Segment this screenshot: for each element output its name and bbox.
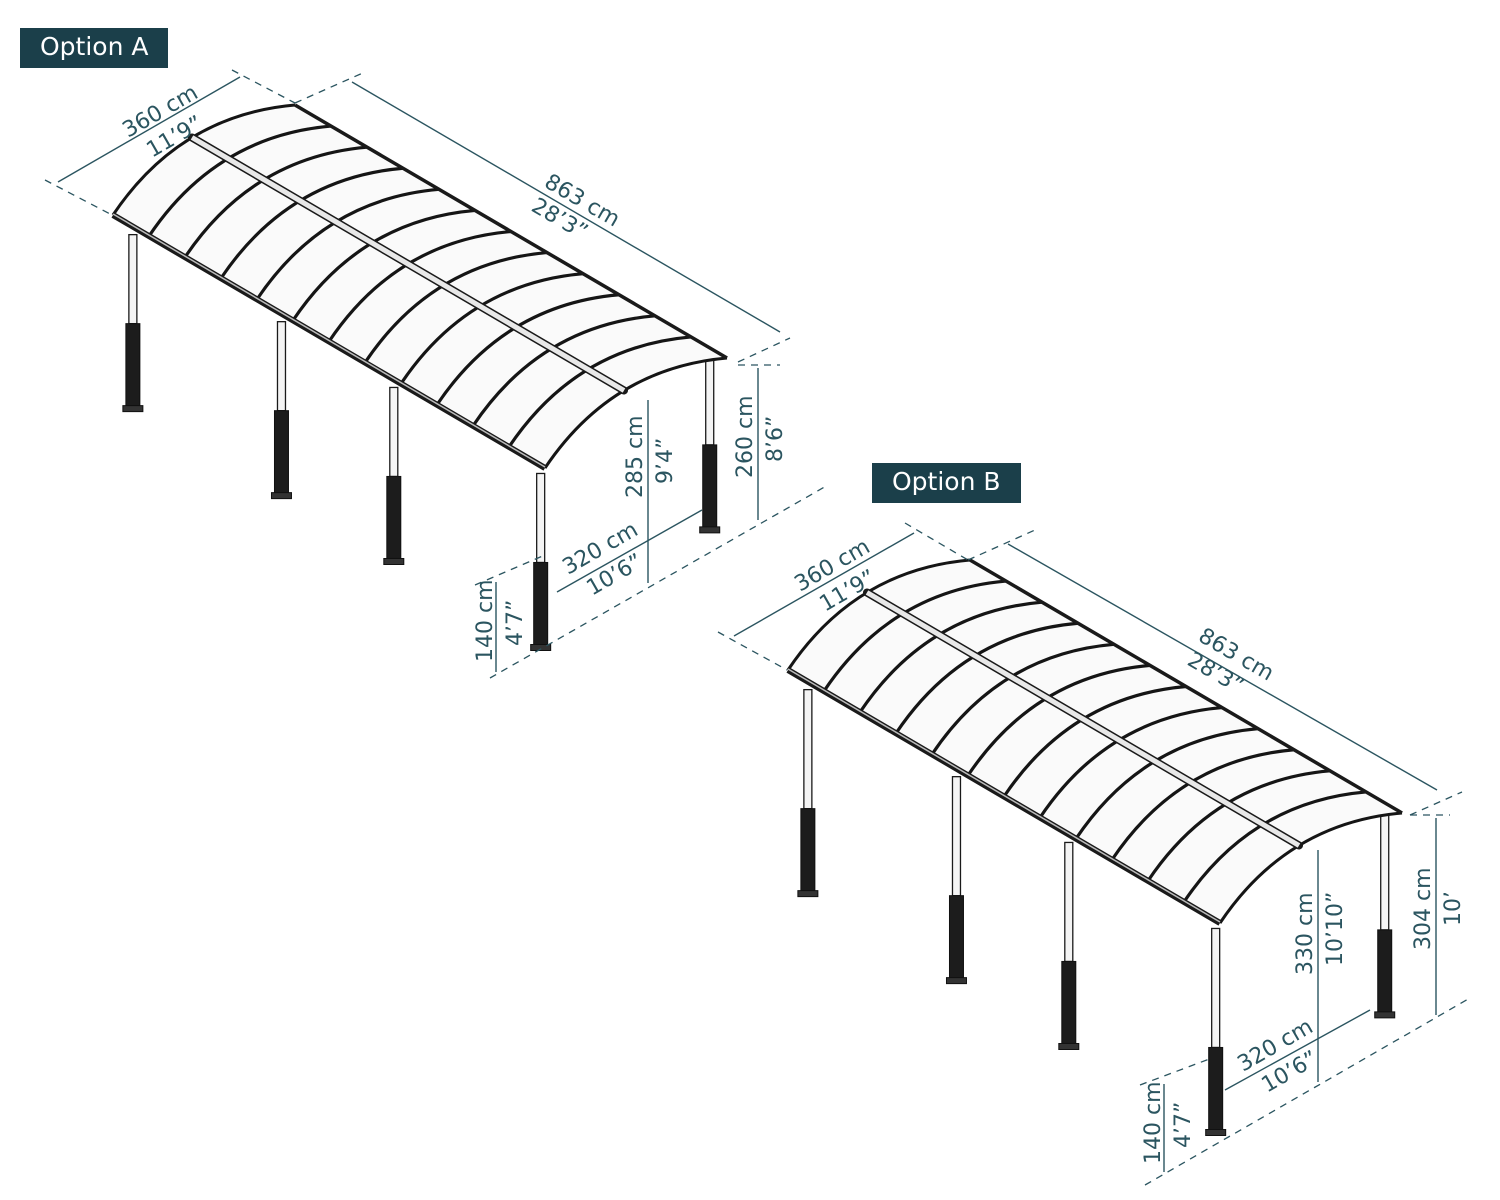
- post-foot: [699, 526, 721, 534]
- side-ft: 10’: [1441, 891, 1466, 926]
- post-foot: [270, 492, 292, 500]
- front-beam-highlight: [787, 668, 1221, 923]
- post-lower: [1208, 1046, 1224, 1130]
- width-dimension-line: [733, 532, 915, 637]
- post-lower: [702, 444, 718, 528]
- base-ft: 4’7”: [1171, 1102, 1196, 1148]
- side-cm: 304 cm: [1411, 867, 1436, 950]
- ridge-bar: [865, 590, 1301, 848]
- post-upper: [951, 776, 962, 897]
- post-foot: [1374, 1011, 1396, 1019]
- peak-ft: 9’4”: [653, 438, 678, 484]
- post-foot: [383, 557, 405, 565]
- back-beam: [969, 558, 1403, 815]
- post-lower: [800, 808, 816, 892]
- post-foot: [530, 643, 552, 651]
- post-upper: [389, 386, 399, 478]
- carport-option-b-drawing: [786, 558, 1403, 1136]
- base-ft: 4’7”: [503, 600, 528, 646]
- length-dimension-line: [1007, 543, 1438, 791]
- ridge-bar: [190, 135, 626, 393]
- side-cm: 260 cm: [733, 395, 758, 478]
- side-ft: 8’6”: [763, 416, 788, 462]
- option-a-label: Option A: [20, 28, 169, 68]
- post-upper: [803, 688, 813, 810]
- post-upper: [536, 472, 546, 564]
- post-lower: [273, 410, 289, 494]
- peak-cm: 285 cm: [623, 415, 648, 498]
- length-dimension-line: [351, 81, 781, 333]
- peak-cm: 330 cm: [1293, 892, 1318, 975]
- post-upper: [276, 321, 287, 412]
- post-foot: [1205, 1128, 1227, 1136]
- post-lower: [1061, 960, 1077, 1044]
- span-dimension-line: [1224, 1009, 1371, 1091]
- post-lower: [1377, 929, 1393, 1013]
- peak-ft: 10’10”: [1323, 892, 1348, 966]
- front-beam: [111, 212, 547, 471]
- post-foot: [797, 890, 819, 898]
- roof-panel: [113, 105, 727, 468]
- post-upper: [1211, 927, 1221, 1049]
- post-lower: [386, 475, 402, 559]
- post-lower: [948, 895, 964, 979]
- post-upper: [1380, 810, 1390, 931]
- width-dimension-line: [57, 76, 241, 183]
- post-upper: [705, 355, 715, 446]
- post-upper: [1064, 841, 1074, 963]
- roof-panel: [788, 560, 1402, 923]
- post-upper: [128, 233, 138, 325]
- span-dimension-line: [556, 509, 703, 593]
- post-foot: [1058, 1042, 1080, 1050]
- post-lower: [533, 561, 549, 645]
- base-cm: 140 cm: [473, 579, 498, 662]
- front-beam: [786, 667, 1222, 926]
- base-cm: 140 cm: [1141, 1081, 1166, 1164]
- option-b-label: Option B: [872, 463, 1021, 503]
- post-lower: [125, 323, 141, 407]
- front-beam-highlight: [112, 213, 546, 468]
- carport-option-a-drawing: [111, 103, 728, 651]
- post-foot: [945, 977, 967, 985]
- back-beam: [294, 103, 728, 360]
- post-foot: [122, 405, 144, 413]
